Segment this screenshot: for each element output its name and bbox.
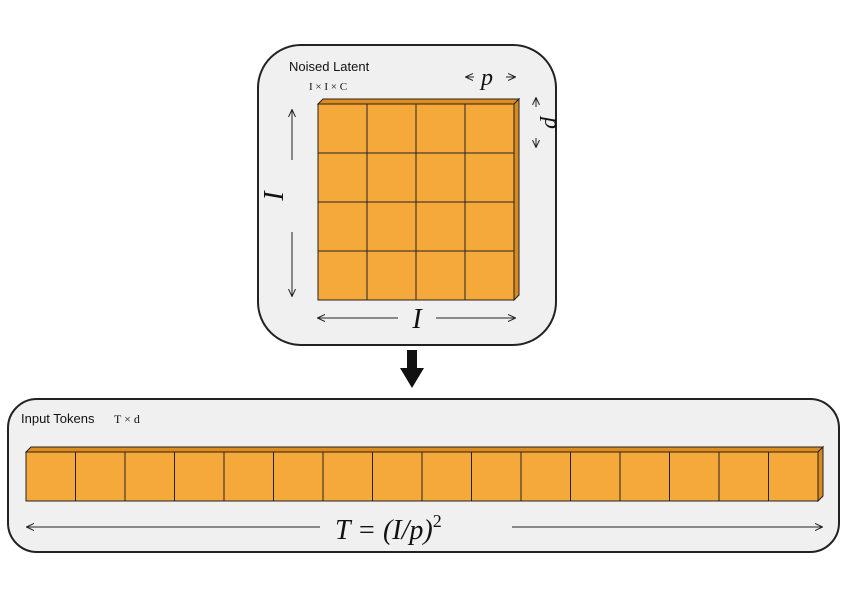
- token-cell: [75, 451, 126, 502]
- width-label: I: [411, 304, 423, 335]
- tokens-title: Input Tokens: [21, 411, 95, 426]
- token-cell: [570, 451, 621, 502]
- token-cell: [322, 451, 373, 502]
- latent-shape: I × I × C: [309, 81, 347, 93]
- token-cell: [471, 451, 522, 502]
- down-arrow-icon: [400, 350, 424, 388]
- latent-patch-cell: [464, 201, 515, 252]
- token-cell: [768, 451, 819, 502]
- latent-patch-cell: [317, 250, 368, 301]
- token-cell: [619, 451, 670, 502]
- token-cell: [520, 451, 571, 502]
- latent-title: Noised Latent: [289, 59, 370, 74]
- latent-patch-cell: [317, 201, 368, 252]
- latent-patch-cell: [317, 152, 368, 203]
- token-cell: [124, 451, 175, 502]
- token-row: [24, 445, 825, 503]
- token-cell: [669, 451, 720, 502]
- token-cell: [273, 451, 324, 502]
- latent-top-face: [316, 98, 521, 105]
- token-cell: [174, 451, 225, 502]
- token-row-side-face: [817, 445, 824, 503]
- token-cell: [25, 451, 76, 502]
- token-cell: [372, 451, 423, 502]
- latent-patch-cell: [366, 250, 417, 301]
- patch-height-label: p: [539, 115, 565, 129]
- latent-patch-cell: [464, 103, 515, 154]
- latent-patch-cell: [415, 201, 466, 252]
- latent-patch-cell: [415, 250, 466, 301]
- latent-patch-cell: [317, 103, 368, 154]
- token-cell: [223, 451, 274, 502]
- latent-patch-cell: [415, 152, 466, 203]
- latent-patch-cell: [464, 152, 515, 203]
- token-cell: [718, 451, 769, 502]
- tokens-shape: T × d: [114, 412, 140, 426]
- token-count-formula: T = (I/p)2: [335, 511, 442, 546]
- latent-patch-cell: [366, 201, 417, 252]
- latent-patch-cell: [464, 250, 515, 301]
- token-row-top-face: [24, 446, 825, 453]
- latent-patch-cell: [366, 152, 417, 203]
- latent-patch-cell: [366, 103, 417, 154]
- latent-side-face: [513, 97, 520, 302]
- latent-patch-cell: [415, 103, 466, 154]
- latent-patch-grid: [316, 97, 521, 302]
- token-cell: [421, 451, 472, 502]
- height-label: I: [259, 190, 290, 202]
- patch-width-label: p: [479, 65, 493, 91]
